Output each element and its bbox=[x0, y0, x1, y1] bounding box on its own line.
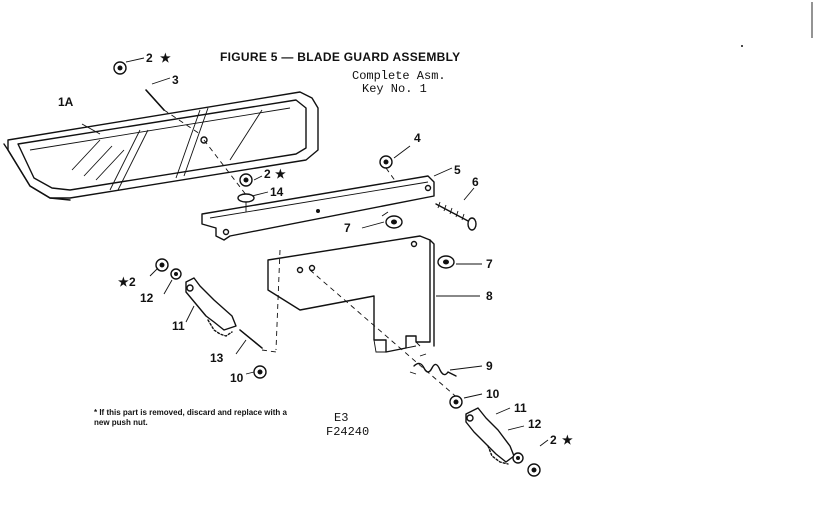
pin-13 bbox=[239, 249, 281, 353]
callout-7-right: 7 bbox=[486, 257, 493, 271]
callout-13: 13 bbox=[210, 351, 224, 365]
bracket-8 bbox=[267, 235, 461, 401]
callout-14: 14 bbox=[270, 185, 284, 199]
pawl-11-right bbox=[465, 407, 515, 465]
callout-1a: 1A bbox=[58, 95, 74, 109]
key-no-label: Key No. 1 bbox=[362, 82, 427, 96]
callout-4: 4 bbox=[414, 131, 421, 145]
footnote: * If this part is removed, discard and r… bbox=[94, 408, 287, 427]
knob-14 bbox=[237, 193, 255, 212]
figure-title: FIGURE 5 — BLADE GUARD ASSEMBLY bbox=[220, 50, 461, 64]
spring-9 bbox=[409, 353, 457, 377]
push-nut-2-right bbox=[527, 463, 541, 477]
callout-10-left: 10 bbox=[230, 371, 244, 385]
support-bar-5 bbox=[201, 175, 435, 241]
callout-11-left: 11 bbox=[172, 319, 185, 333]
push-nut-2-mid bbox=[239, 173, 253, 187]
callout-2-left-star: ★ bbox=[118, 275, 129, 289]
callout-2-right: 2 bbox=[550, 433, 557, 447]
complete-asm-label: Complete Asm. bbox=[352, 69, 446, 83]
washer-10-right bbox=[449, 395, 463, 409]
push-nut-2-left bbox=[155, 258, 169, 272]
callout-3: 3 bbox=[172, 73, 179, 87]
callout-7-left: 7 bbox=[344, 221, 351, 235]
push-nut-2-top bbox=[113, 61, 127, 75]
screw-6 bbox=[435, 201, 477, 231]
callout-2-right-star: ★ bbox=[562, 433, 573, 447]
callout-6: 6 bbox=[472, 175, 479, 189]
callout-2-top: 2 bbox=[146, 51, 153, 65]
callout-2-left: 2 bbox=[129, 275, 136, 289]
callout-11-right: 11 bbox=[514, 401, 527, 415]
code-e3: E3 bbox=[334, 411, 349, 425]
blade-guard-1a bbox=[3, 91, 319, 201]
pawl-11-left bbox=[185, 277, 237, 337]
code-f24240: F24240 bbox=[326, 425, 370, 439]
callout-12-right: 12 bbox=[528, 417, 542, 431]
spacer-7-right bbox=[437, 255, 455, 269]
callout-10-right: 10 bbox=[486, 387, 500, 401]
callout-12-left: 12 bbox=[140, 291, 154, 305]
leader-lines bbox=[81, 57, 549, 447]
washer-12-left bbox=[170, 268, 182, 280]
pin-3 bbox=[145, 89, 201, 135]
callout-5: 5 bbox=[454, 163, 461, 177]
nut-4 bbox=[379, 155, 397, 183]
washer-12-right bbox=[512, 452, 524, 464]
callout-2-mid: 2 bbox=[264, 167, 271, 181]
spacer-7-left bbox=[381, 211, 403, 229]
scan-edge-marks bbox=[741, 2, 813, 47]
callout-2-mid-star: ★ bbox=[275, 167, 286, 181]
callout-9: 9 bbox=[486, 359, 493, 373]
washer-10-left bbox=[253, 365, 267, 379]
callout-2-top-star: ★ bbox=[160, 51, 171, 65]
callout-8: 8 bbox=[486, 289, 493, 303]
